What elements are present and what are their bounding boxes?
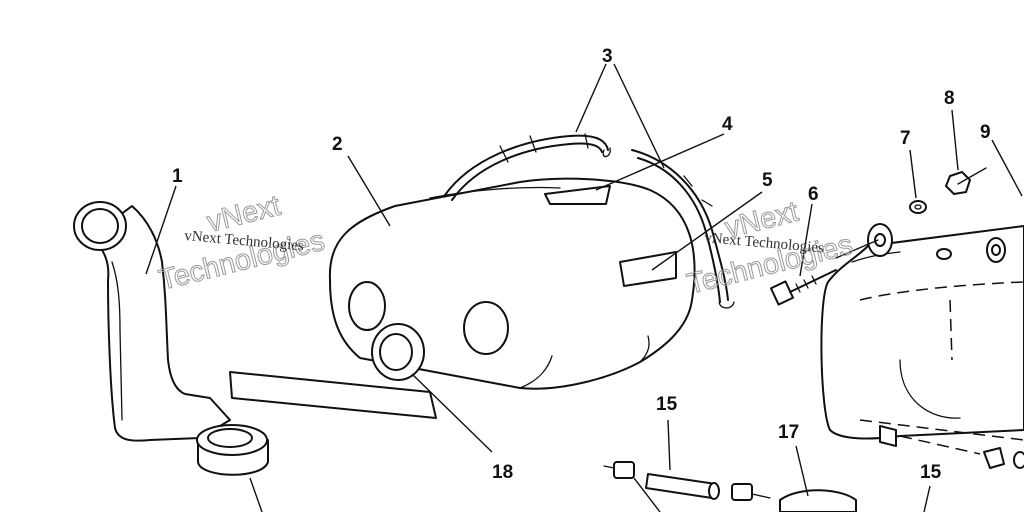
grommet-part-18: [371, 323, 493, 453]
label-part-5: [619, 251, 677, 287]
silencer-box-part-2: [328, 177, 696, 390]
fitting-right: [983, 447, 1005, 469]
callout-7: 7: [900, 128, 911, 149]
callout-9: 9: [980, 122, 991, 143]
pipe-inlet-inner: [81, 208, 119, 244]
watermark-left: vNext Technologies vNext Technologies: [155, 189, 328, 297]
hose-clamp-right: [731, 483, 753, 501]
air-box-housing: [820, 223, 1024, 447]
callout-17: 17: [778, 422, 799, 443]
callout-5: 5: [762, 170, 773, 191]
lower-hose-assembly: [603, 419, 1024, 512]
gasket-sheet: [229, 371, 437, 419]
hose-part-15: [645, 473, 717, 499]
silencer-port-left: [348, 281, 386, 331]
callout-15-right: 15: [920, 462, 942, 483]
callout-8: 8: [944, 88, 955, 109]
callout-4: 4: [722, 114, 733, 135]
fasteners-parts-6-8: [769, 109, 1023, 306]
outlet-collar-bore: [207, 428, 253, 448]
silencer-port-right: [463, 301, 509, 355]
callout-numbers: 1 2 3 4 5 6 7 8 9 15 15 17 18: [172, 46, 991, 483]
callout-18: 18: [492, 462, 513, 483]
callout-3: 3: [602, 46, 613, 67]
hose-clamp-left: [613, 461, 635, 479]
callout-leaders: [145, 133, 763, 275]
callout-1: 1: [172, 166, 183, 187]
fitting-part-17: [779, 489, 857, 512]
callout-15-left: 15: [656, 394, 678, 415]
callout-6: 6: [808, 184, 819, 205]
intake-pipe-part-1: [73, 201, 437, 512]
callout-2: 2: [332, 134, 343, 155]
label-part-4: [544, 185, 611, 205]
